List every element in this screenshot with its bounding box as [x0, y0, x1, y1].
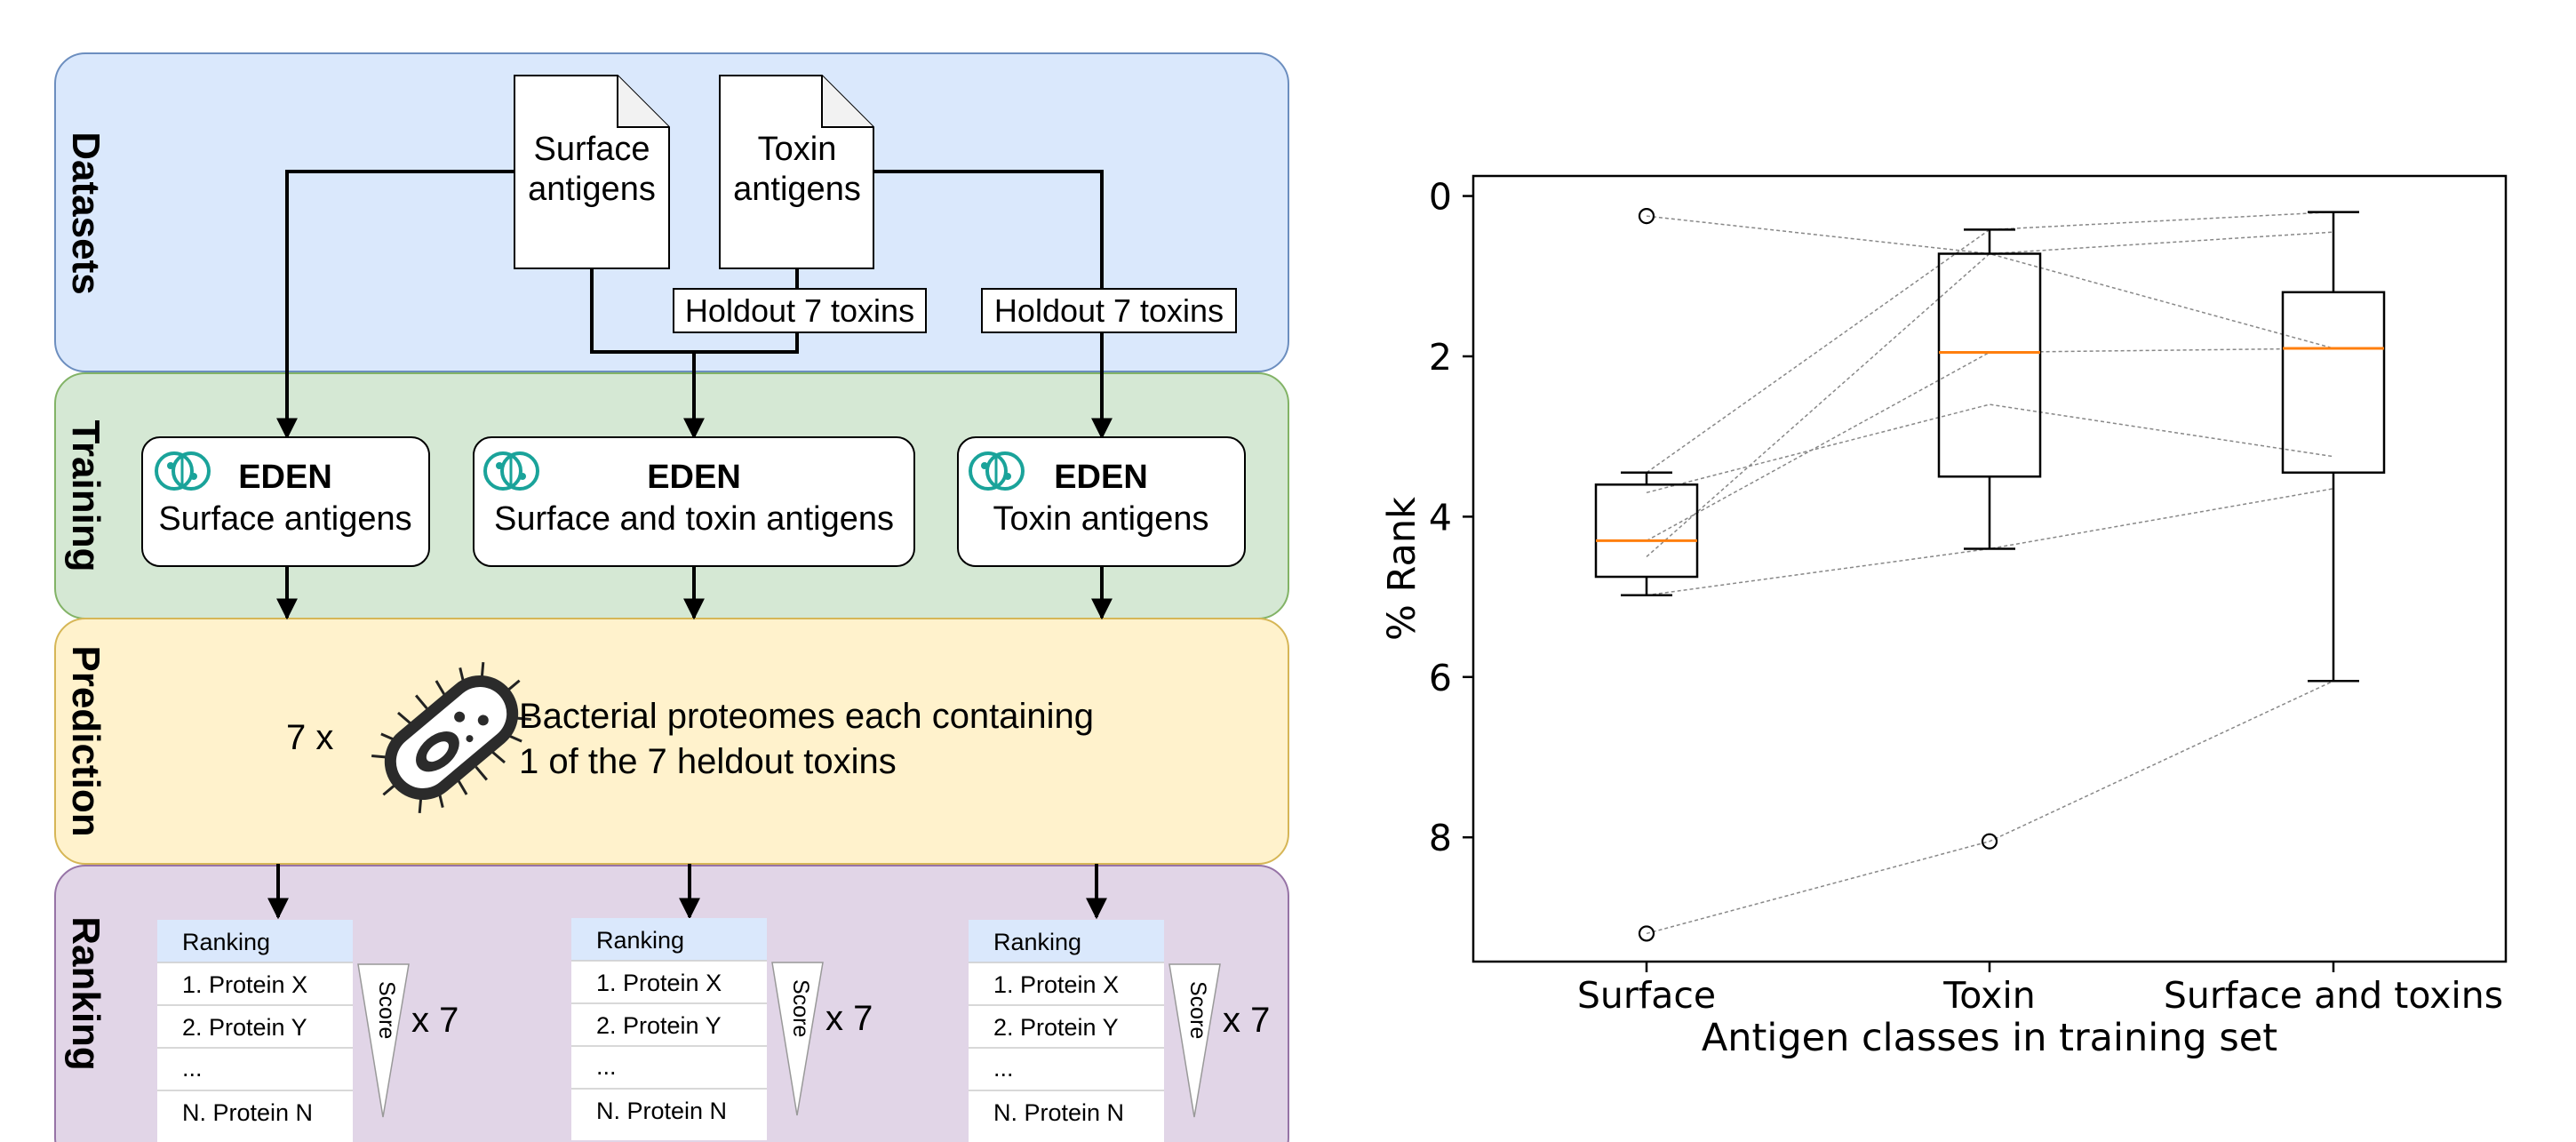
score-triangle: [1168, 963, 1221, 1118]
ranking-row: ...: [182, 1055, 203, 1082]
ranking-row: 1. Protein X: [596, 970, 722, 996]
y-tick-label: 4: [1429, 496, 1452, 539]
svg-text:Holdout 7 toxins: Holdout 7 toxins: [685, 292, 914, 329]
box-surface-and-toxins: [2281, 211, 2386, 683]
brain-icon: [969, 451, 1025, 491]
brain-icon: [155, 451, 211, 491]
ranking-multiplier: x 7: [1223, 1001, 1270, 1040]
model-box-toxin: EDEN Toxin antigens: [957, 436, 1246, 567]
prediction-panel: [54, 618, 1289, 865]
x-axis-label: Antigen classes in training set: [1702, 1016, 2277, 1060]
datasets-label: Datasets: [64, 132, 108, 294]
ranking-header: Ranking: [182, 929, 270, 955]
score-triangle: [771, 962, 824, 1116]
holdout-label-2: Holdout 7 toxins: [981, 288, 1237, 333]
model-subtitle: Surface and toxin antigens: [494, 500, 894, 538]
paired-line: [1646, 403, 2334, 494]
score-label: Score: [788, 979, 813, 1037]
toxin-doc-line2: antigens: [733, 171, 861, 208]
box-plot-chart: 0 2 4 6 8 Surface Toxin Surface and toxins Ant…: [1380, 174, 2508, 1060]
prediction-label: Prediction: [64, 645, 108, 836]
ranking-table-3: Ranking 1. Protein X 2. Protein Y ... N.…: [969, 920, 1270, 1142]
surface-antigens-document: Surface antigens: [514, 75, 670, 269]
bacterium-icon: [371, 661, 531, 814]
model-name: EDEN: [238, 459, 332, 496]
box-toxin: [1937, 228, 2042, 850]
model-box-surface-and-toxin: EDEN Surface and toxin antigens: [473, 436, 915, 567]
box-iqr: [2281, 291, 2386, 475]
y-tick-label: 8: [1429, 817, 1452, 859]
model-subtitle: Toxin antigens: [993, 500, 1209, 538]
x-ticks: Surface Toxin Surface and toxins: [1577, 962, 2503, 1017]
ranking-label: Ranking: [64, 916, 108, 1071]
x-tick-label: Toxin: [1942, 974, 2036, 1017]
y-ticks: 0 2 4 6 8: [1429, 176, 1473, 859]
prediction-text-line2: 1 of the 7 heldout toxins: [519, 742, 897, 781]
y-axis-label: % Rank: [1380, 497, 1424, 641]
ranking-row: 2. Protein Y: [596, 1012, 722, 1039]
score-label: Score: [374, 981, 399, 1039]
prediction-multiplier: 7 x: [286, 718, 333, 757]
outlier-point: [1638, 925, 1655, 942]
ranking-table-2: Ranking 1. Protein X 2. Protein Y ... N.…: [571, 918, 873, 1140]
model-name: EDEN: [647, 459, 741, 496]
model-subtitle: Surface antigens: [158, 500, 411, 538]
plot-frame: [1471, 174, 2508, 963]
ranking-row: ...: [993, 1055, 1014, 1082]
model-box-surface: EDEN Surface antigens: [141, 436, 430, 567]
ranking-row: ...: [596, 1053, 617, 1080]
x-tick-label: Surface: [1577, 974, 1716, 1017]
ranking-row: N. Protein N: [596, 1098, 727, 1124]
ranking-row: 1. Protein X: [182, 971, 307, 998]
ranking-row: 2. Protein Y: [993, 1014, 1119, 1041]
y-tick-label: 0: [1429, 176, 1452, 219]
training-label: Training: [64, 419, 108, 571]
paired-line: [1646, 488, 2334, 596]
toxin-antigens-document: Toxin antigens: [719, 75, 874, 269]
ranking-row: 2. Protein Y: [182, 1014, 307, 1041]
connector-lines: [267, 170, 1113, 920]
y-tick-label: 2: [1429, 336, 1452, 379]
ranking-row: N. Protein N: [182, 1099, 313, 1126]
ranking-header: Ranking: [596, 927, 684, 954]
datasets-panel: [54, 52, 1289, 372]
score-triangle: [357, 963, 410, 1118]
ranking-multiplier: x 7: [411, 1001, 459, 1040]
holdout-label-1: Holdout 7 toxins: [673, 288, 927, 333]
ranking-table-1: Ranking 1. Protein X 2. Protein Y ... N.…: [157, 920, 459, 1142]
paired-line: [1646, 252, 2334, 558]
score-label: Score: [1185, 981, 1210, 1039]
model-name: EDEN: [1054, 459, 1148, 496]
box-iqr: [1937, 252, 2042, 478]
box-surface: [1594, 208, 1699, 942]
paired-line: [1646, 680, 2334, 935]
y-tick-label: 6: [1429, 657, 1452, 699]
x-tick-label: Surface and toxins: [2164, 974, 2503, 1017]
toxin-doc-line1: Toxin: [758, 131, 837, 168]
prediction-text-line1: Bacterial proteomes each containing: [519, 697, 1094, 736]
ranking-multiplier: x 7: [825, 999, 873, 1038]
box-iqr: [1594, 483, 1699, 579]
surface-doc-line1: Surface: [534, 131, 650, 168]
surface-doc-line2: antigens: [528, 171, 656, 208]
ranking-row: 1. Protein X: [993, 971, 1119, 998]
ranking-header: Ranking: [993, 929, 1081, 955]
outlier-point: [1981, 833, 1998, 850]
workflow-diagram: Datasets Training Prediction Ranking Sur…: [54, 52, 1289, 1142]
boxes: [1594, 208, 2386, 942]
ranking-row: N. Protein N: [993, 1099, 1124, 1126]
outlier-point: [1638, 208, 1655, 225]
paired-lines: [1646, 211, 2334, 935]
brain-icon: [483, 451, 539, 491]
svg-text:Holdout 7 toxins: Holdout 7 toxins: [994, 292, 1224, 329]
